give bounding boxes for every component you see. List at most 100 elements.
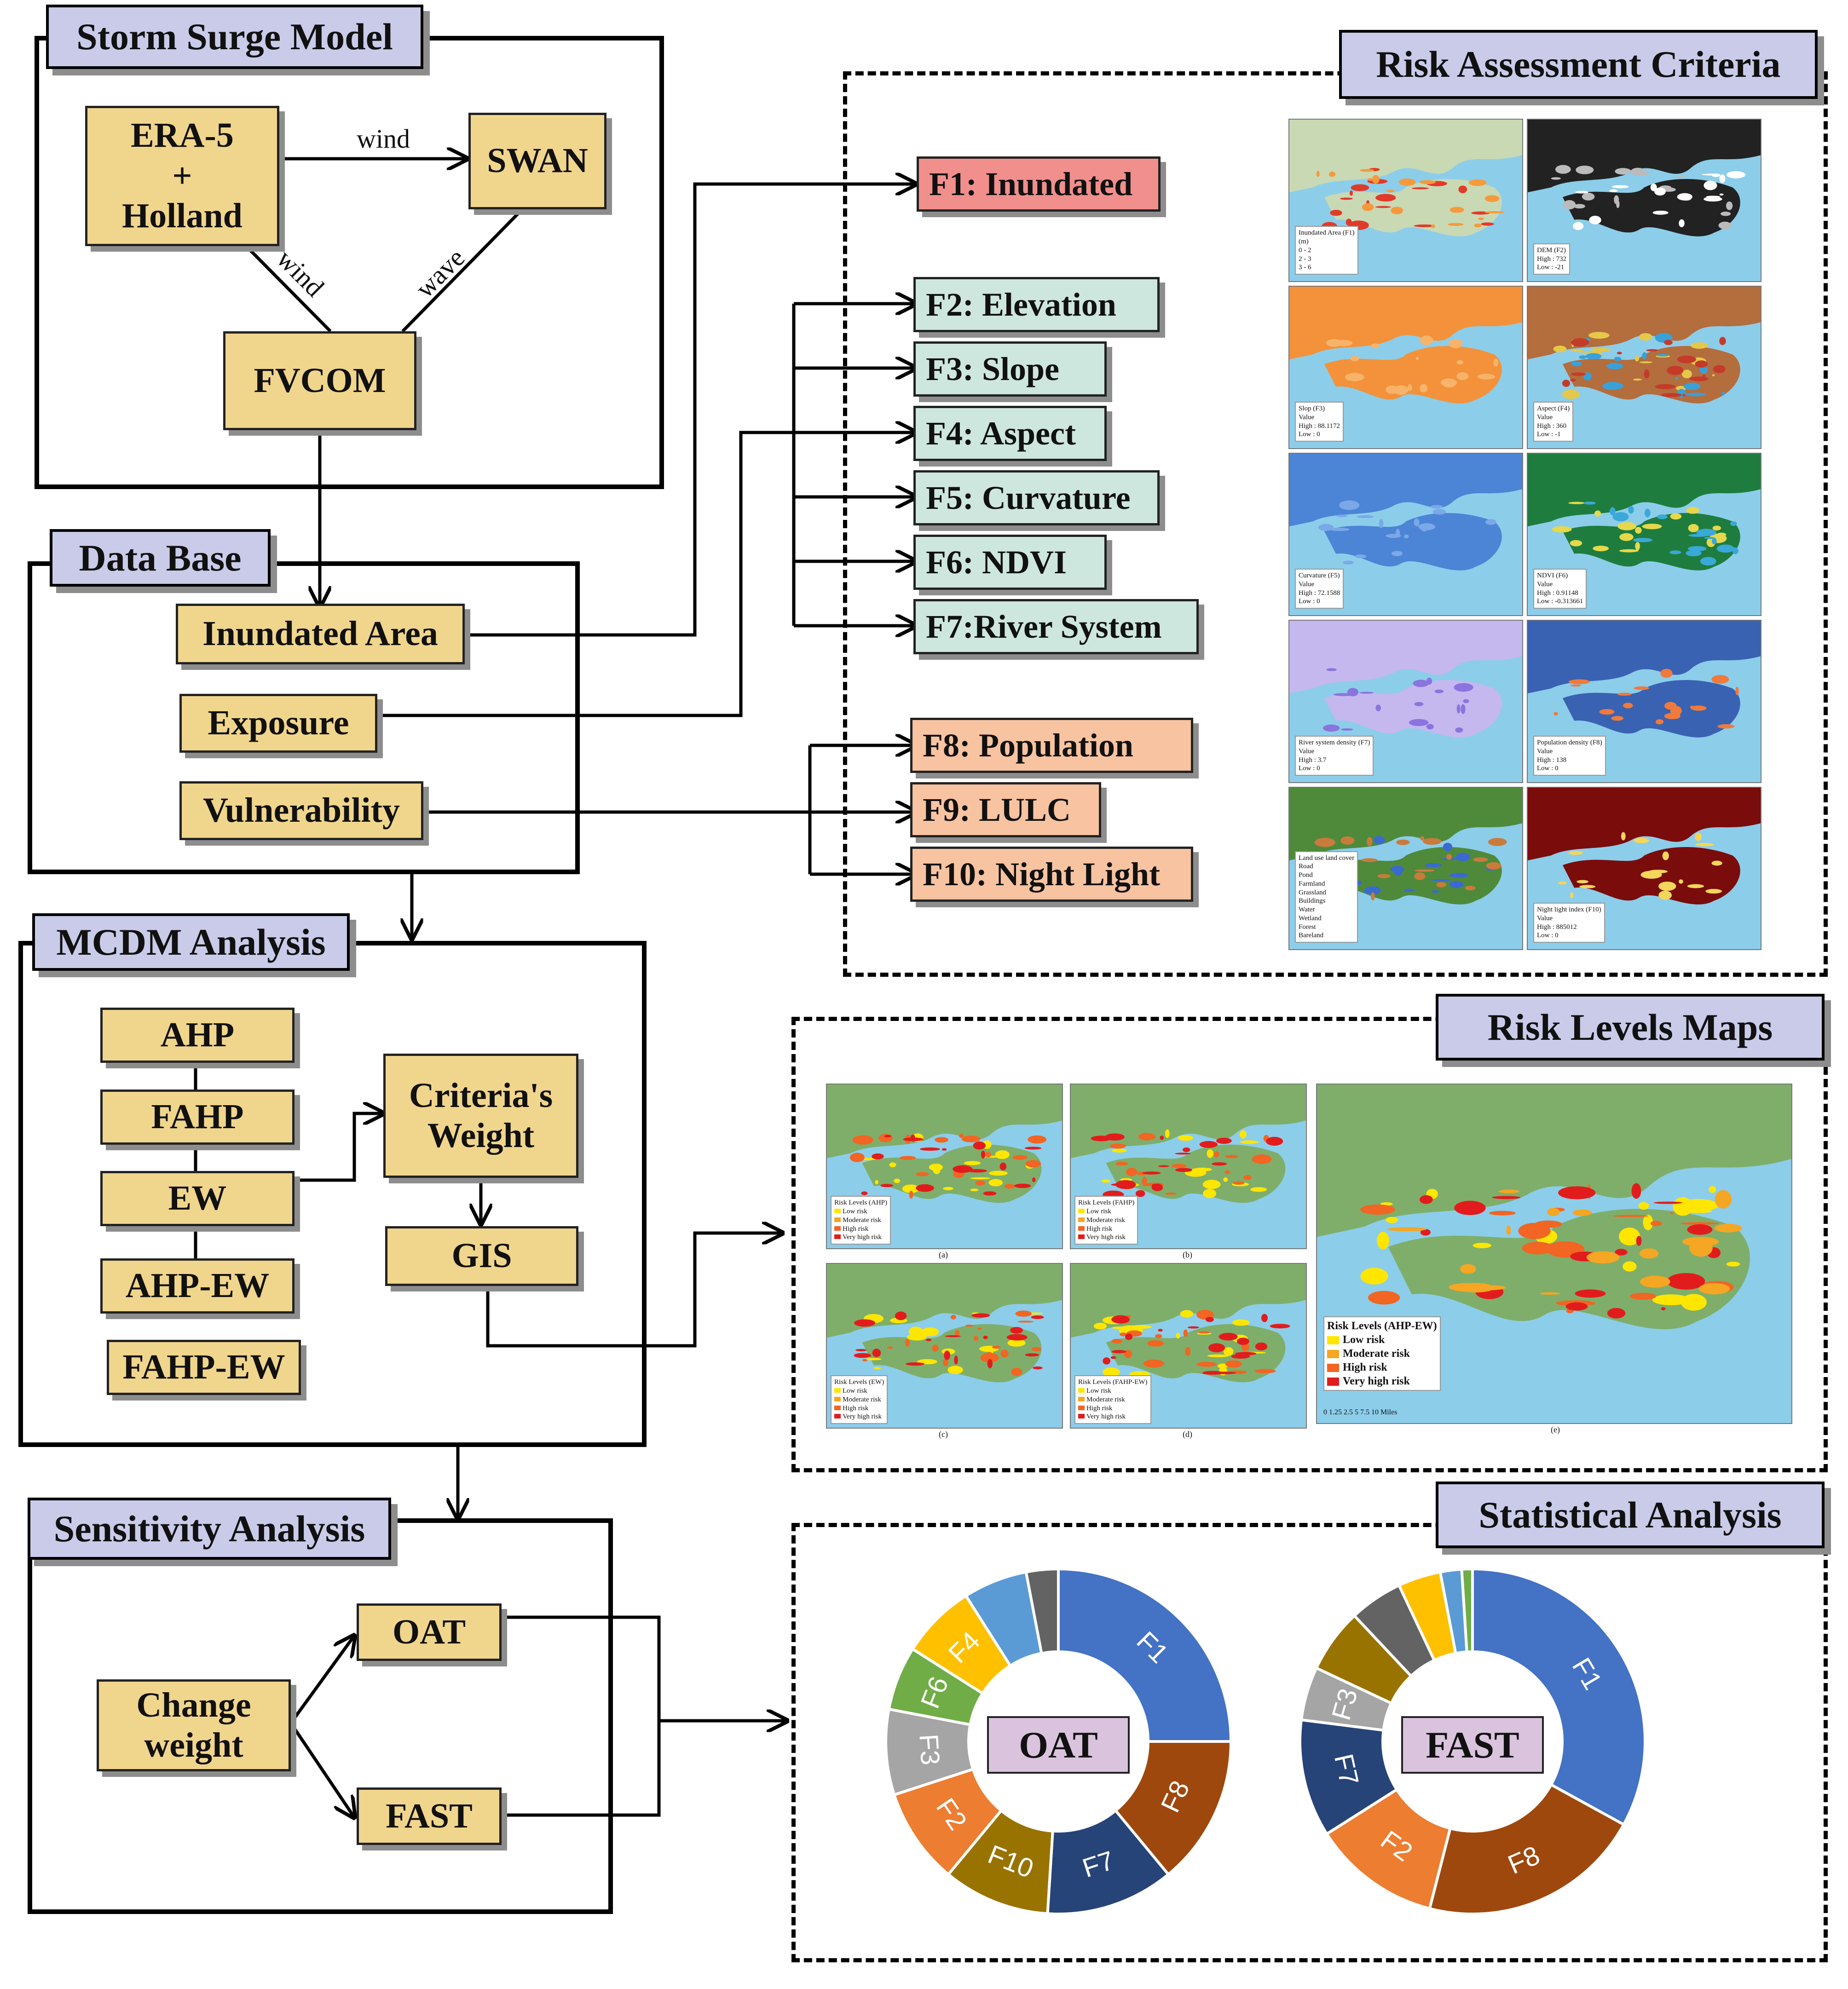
factor-f1: F1: Inundated [917, 156, 1161, 212]
mcdm-title: MCDM Analysis [32, 913, 350, 971]
risk-legend-title: Risk Levels (EW) [834, 1378, 884, 1386]
factor-f3: F3: Slope [913, 341, 1107, 397]
risk-legend-entry: Moderate risk [834, 1395, 884, 1404]
risk-legend-title: Risk Levels (FAHP) [1078, 1199, 1135, 1207]
legend-entry: River system density (F7) [1299, 739, 1370, 746]
donut-slice-label: F3 [913, 1733, 945, 1766]
method-ahp-ew-node: AHP-EW [100, 1258, 295, 1314]
inundated-area-node: Inundated Area [176, 604, 465, 664]
risk-legend-title: Risk Levels (AHP-EW) [1327, 1320, 1437, 1332]
risk-legend-entry: Very high risk [834, 1412, 884, 1421]
donut-slice [1024, 1567, 1060, 1655]
risk-legend-entry: Moderate risk [1078, 1216, 1134, 1225]
donut-slice [1325, 1787, 1452, 1910]
risk-legend-title: Risk Levels (FAHP-EW) [1078, 1378, 1148, 1386]
donut-slice-label: F7 [1328, 1751, 1364, 1788]
risk-map-caption: (e) [1551, 1425, 1560, 1434]
factor-f5: F5: Curvature [913, 470, 1160, 525]
risk-maps-title: Risk Levels Maps [1436, 994, 1825, 1061]
legend-entry: High : 138 [1537, 756, 1567, 764]
gis-node: GIS [385, 1226, 578, 1286]
donut-slice [1046, 1809, 1171, 1915]
factor-f10: F10: Night Light [910, 847, 1193, 902]
risk-legend-entry: Very high risk [1078, 1412, 1148, 1421]
legend-entry: NDVI (F6) [1537, 572, 1568, 579]
legend-entry: Low : 0 [1537, 932, 1559, 940]
donut-slice [1299, 1718, 1399, 1836]
risk-legend-entry: Very high risk [1327, 1374, 1437, 1388]
legend-entry: Grassland [1299, 888, 1326, 896]
legend-entry: Low : -21 [1537, 264, 1565, 271]
factor-f8: F8: Population [910, 718, 1193, 773]
legend-entry: Pond [1299, 871, 1313, 879]
risk-legend-entry: Low risk [834, 1387, 884, 1395]
risk-legend-entry: Low risk [1078, 1387, 1148, 1395]
risk-legend-entry: Low risk [1078, 1207, 1134, 1216]
risk-map-caption: (d) [1183, 1430, 1192, 1439]
legend-entry: Farmland [1299, 880, 1325, 888]
donut-slice [1428, 1782, 1626, 1915]
legend-entry: Population density (F8) [1537, 739, 1602, 746]
risk-map-caption: (c) [939, 1430, 948, 1439]
criteria-weight-node: Criteria's Weight [383, 1054, 578, 1178]
donut-slice [1460, 1567, 1474, 1654]
legend-entry: Low : -0.313661 [1537, 598, 1583, 605]
risk-legend-entry: High risk [1327, 1361, 1437, 1374]
legend-entry: High : 0.91148 [1537, 589, 1578, 597]
statistical-title: Statistical Analysis [1436, 1482, 1825, 1548]
method-fahp-node: FAHP [100, 1090, 295, 1145]
legend-entry: Slop (F3) [1299, 405, 1325, 412]
factor-f7: F7:River System [913, 599, 1199, 654]
edge-label-wind-top: wind [357, 124, 410, 154]
risk-legend-entry: Low risk [1327, 1333, 1437, 1347]
donut-slice [1057, 1567, 1233, 1743]
legend-entry: High : 732 [1537, 255, 1567, 263]
legend-entry: Land use land cover [1299, 854, 1355, 862]
risk-legend-entry: High risk [1078, 1225, 1134, 1234]
vulnerability-node: Vulnerability [179, 781, 423, 840]
risk-legend-entry: High risk [834, 1404, 884, 1413]
factor-f6: F6: NDVI [913, 535, 1107, 590]
database-title: Data Base [50, 529, 271, 587]
risk-map-caption: (b) [1183, 1250, 1192, 1259]
legend-entry: Low : 0 [1299, 598, 1320, 605]
legend-entry: 0 - 2 [1299, 246, 1311, 254]
legend-entry: Low : 0 [1299, 765, 1320, 773]
method-fahp-ew-node: FAHP-EW [107, 1340, 301, 1395]
legend-entry: Inundated Area (F1) [1299, 229, 1355, 237]
factor-f4: F4: Aspect [913, 406, 1107, 461]
legend-entry: Value [1537, 747, 1553, 755]
legend-entry: Bareland [1299, 932, 1324, 940]
method-ahp-node: AHP [100, 1008, 295, 1063]
risk-legend-entry: Low risk [834, 1207, 887, 1216]
legend-entry: High : 885012 [1537, 923, 1577, 931]
legend-entry: Aspect (F4) [1537, 405, 1570, 412]
legend-entry: 3 - 6 [1299, 264, 1311, 271]
legend-entry: Road [1299, 863, 1313, 871]
fvcom-node: FVCOM [223, 331, 416, 430]
legend-entry: Low : -1 [1537, 431, 1561, 438]
